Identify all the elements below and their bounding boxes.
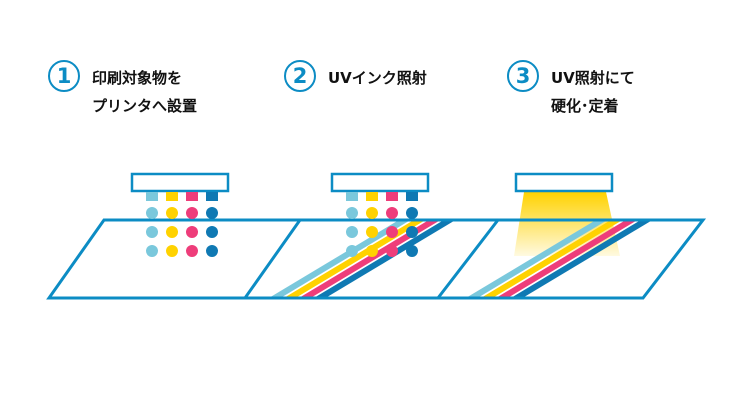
magenta-ink-droplet — [186, 207, 198, 219]
yellow-nozzle — [166, 192, 178, 201]
step-label: 印刷対象物を プリンタへ設置 — [92, 64, 197, 120]
panel-3 — [434, 172, 707, 300]
step-number-badge: 1 — [48, 60, 80, 92]
blue-ink-droplet — [206, 207, 218, 219]
magenta-nozzle — [386, 192, 398, 201]
yellow-ink-droplet — [366, 207, 378, 219]
step-label-line1: UV照射にて — [551, 69, 635, 87]
yellow-ink-droplet — [366, 245, 378, 257]
blue-ink-stripe — [311, 220, 465, 298]
cyan-nozzle — [346, 192, 358, 201]
nozzle-array — [346, 192, 418, 257]
cyan-nozzle — [146, 192, 158, 201]
blue-nozzle — [406, 192, 418, 201]
yellow-ink-droplet — [166, 245, 178, 257]
cyan-ink-stripe — [463, 220, 617, 298]
blue-ink-droplet — [206, 245, 218, 257]
blue-nozzle — [206, 192, 218, 201]
step-label: UVインク照射 — [328, 64, 427, 92]
yellow-ink-stripe — [478, 220, 632, 298]
blue-ink-stripe — [508, 220, 662, 298]
blue-ink-droplet — [406, 226, 418, 238]
yellow-ink-stripe — [281, 220, 435, 298]
step-label: UV照射にて 硬化･定着 — [551, 64, 635, 120]
cured-ink-stripes — [463, 220, 662, 298]
cyan-ink-droplet — [146, 245, 158, 257]
blue-ink-droplet — [406, 207, 418, 219]
blue-ink-droplet — [406, 245, 418, 257]
print-head — [330, 172, 430, 193]
magenta-ink-droplet — [386, 226, 398, 238]
magenta-ink-droplet — [386, 245, 398, 257]
step-number-badge: 2 — [284, 60, 316, 92]
nozzle-array — [146, 192, 218, 257]
magenta-ink-stripe — [296, 220, 450, 298]
magenta-ink-droplet — [186, 226, 198, 238]
magenta-ink-droplet — [386, 207, 398, 219]
magenta-ink-stripe — [493, 220, 647, 298]
print-substrate — [434, 218, 707, 300]
yellow-nozzle — [366, 192, 378, 201]
step-label-line2: 硬化･定着 — [551, 97, 619, 115]
uv-lamp — [514, 172, 614, 193]
yellow-ink-droplet — [366, 226, 378, 238]
magenta-nozzle — [186, 192, 198, 201]
cyan-ink-droplet — [146, 207, 158, 219]
print-head — [130, 172, 230, 193]
cyan-ink-droplet — [346, 207, 358, 219]
step-label-line1: UVインク照射 — [328, 69, 427, 87]
yellow-ink-droplet — [166, 207, 178, 219]
cyan-ink-droplet — [346, 226, 358, 238]
yellow-ink-droplet — [166, 226, 178, 238]
cyan-ink-droplet — [146, 226, 158, 238]
step-label-line2: プリンタへ設置 — [92, 97, 198, 115]
magenta-ink-droplet — [186, 245, 198, 257]
step-label-line1: 印刷対象物を — [92, 69, 183, 87]
step-number-badge: 3 — [507, 60, 539, 92]
cyan-ink-droplet — [346, 245, 358, 257]
panel-1 — [46, 172, 305, 300]
blue-ink-droplet — [206, 226, 218, 238]
